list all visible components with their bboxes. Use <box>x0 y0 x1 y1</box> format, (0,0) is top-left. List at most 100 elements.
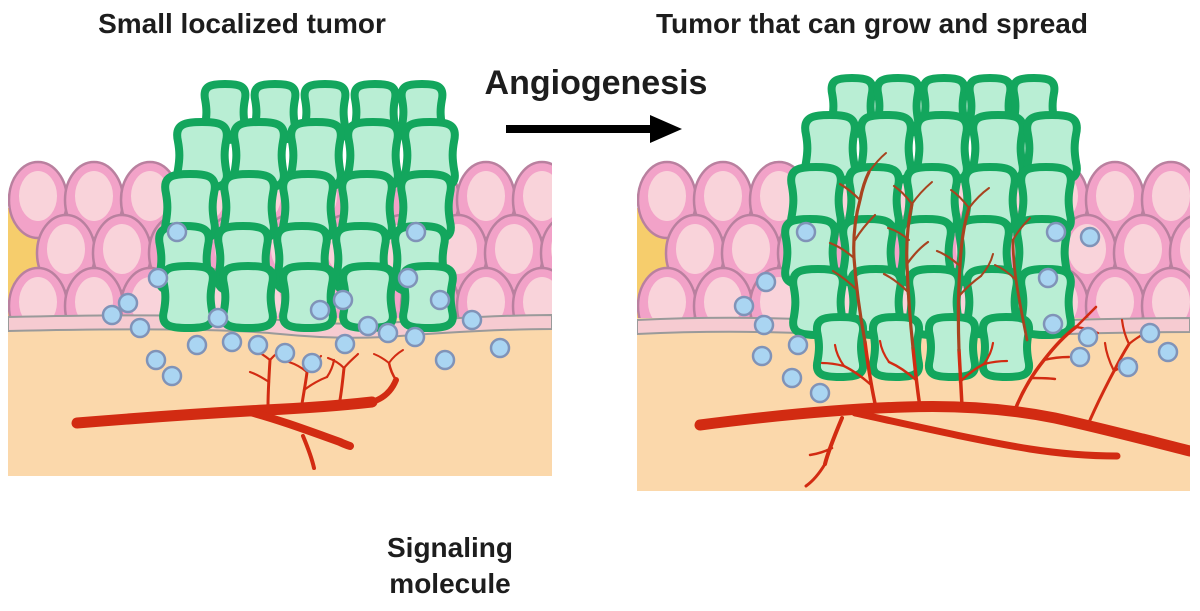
signaling-molecule-dot <box>405 221 427 243</box>
signaling-molecule-dot <box>751 345 773 367</box>
tumor-cell <box>868 313 924 381</box>
epithelial-cell-nucleus <box>131 171 169 221</box>
blood-vessel-segment <box>833 343 846 368</box>
signaling-molecule-dot <box>1045 221 1067 243</box>
epithelial-cell-nucleus <box>704 277 742 327</box>
right-tumor-capillaries <box>828 152 1031 352</box>
signaling-molecule-dot <box>332 289 354 311</box>
tumor-capillary-segment <box>831 269 859 292</box>
blood-vessel-segment <box>388 349 404 364</box>
epithelial-cell-nucleus <box>1152 171 1190 221</box>
blood-vessel-segment <box>342 352 360 370</box>
epithelial-cell-nucleus <box>75 171 113 221</box>
signaling-molecule-dot <box>101 304 123 326</box>
tumor-capillary-segment <box>980 253 994 277</box>
epithelial-cell-nucleus <box>1124 224 1162 274</box>
blood-vessel-segment <box>842 364 872 386</box>
signaling-molecule-dot <box>1117 356 1139 378</box>
blood-vessel-segment <box>808 446 834 457</box>
blood-vessel-segment <box>302 375 329 392</box>
signaling-molecule-dot <box>429 289 451 311</box>
signaling-molecule-dot <box>755 271 777 293</box>
tumor-capillary-segment <box>853 213 877 242</box>
blood-vessel-segment <box>301 434 316 470</box>
signaling-molecule-dot <box>397 267 419 289</box>
signaling-molecule-dot <box>334 333 356 355</box>
signaling-molecule-label-line2: molecule <box>389 568 511 600</box>
signaling-molecule-dot <box>147 267 169 289</box>
signaling-molecule-dot <box>809 382 831 404</box>
epithelial-cell-nucleus <box>551 241 552 257</box>
blood-vessel-segment <box>246 408 354 450</box>
epithelial-cell-nucleus <box>648 277 686 327</box>
left-dermis <box>8 318 552 476</box>
tumor-cell <box>812 313 868 381</box>
angiogenesis-label: Angiogenesis <box>484 64 708 102</box>
signaling-molecule-label: Signaling molecule <box>387 530 513 603</box>
right-panel-title: Tumor that can grow and spread <box>656 8 1088 39</box>
right-signaling-molecules <box>733 221 1179 404</box>
blood-vessel-segment <box>1042 355 1071 362</box>
blood-vessel-segment <box>694 400 1190 457</box>
signaling-molecule-dot <box>733 295 755 317</box>
signaling-molecule-dot <box>1157 341 1179 363</box>
blood-vessel-segment <box>804 462 827 488</box>
epithelial-cell-nucleus <box>19 171 57 221</box>
epithelial-cell-nucleus <box>648 171 686 221</box>
signaling-molecule-dot <box>787 334 809 356</box>
epithelial-cell-nucleus <box>19 277 57 327</box>
right-tumor-mass <box>781 74 1081 381</box>
signaling-molecule-dot <box>1069 346 1091 368</box>
blood-vessel-segment <box>338 366 346 402</box>
tumor-capillary-segment <box>852 170 871 344</box>
left-panel-illustration <box>8 80 552 476</box>
blood-vessel-segment <box>957 348 964 408</box>
tumor-capillary-segment <box>828 241 856 260</box>
blood-vessel-segment <box>820 361 846 368</box>
tumor-capillary-segment <box>957 274 983 298</box>
epithelial-cell-nucleus <box>523 171 552 221</box>
blood-vessel-segment <box>887 360 918 382</box>
tumor-capillary-segment <box>994 264 1017 281</box>
blood-vessel-segment <box>266 358 272 408</box>
left-blood-vessel <box>71 346 404 470</box>
tumor-cell <box>978 313 1034 381</box>
signaling-molecule-dot <box>489 337 511 359</box>
tumor-capillary-segment <box>892 184 914 206</box>
left-signaling-molecules <box>101 221 511 387</box>
signaling-molecule-dot <box>129 317 151 339</box>
blood-vessel-segment <box>851 409 1121 460</box>
blood-vessel-segment <box>911 346 922 409</box>
blood-vessel-segment <box>71 396 378 429</box>
tumor-capillary-segment <box>905 240 930 266</box>
signaling-molecule-dot <box>461 309 483 331</box>
right-panel-illustration <box>637 74 1190 491</box>
tumor-cell <box>159 262 217 332</box>
signaling-molecule-dot <box>795 221 817 243</box>
signaling-molecule-dot <box>1042 313 1064 335</box>
signaling-molecule-dot <box>1139 322 1161 344</box>
blood-vessel-segment <box>300 370 309 406</box>
blood-vessel-segment <box>248 370 271 384</box>
epithelial-cell-nucleus <box>103 224 141 274</box>
blood-vessel-segment <box>373 353 390 364</box>
tumor-capillary-segment <box>1012 217 1031 241</box>
signaling-molecule-label-line1: Signaling <box>387 532 513 563</box>
angiogenesis-arrow <box>506 115 682 143</box>
blood-vessel-segment <box>878 339 891 364</box>
tumor-capillary-segment <box>882 272 910 294</box>
signaling-molecule-dot <box>301 352 323 374</box>
tumor-capillary-segment <box>968 187 990 209</box>
signaling-molecule-dot <box>274 342 296 364</box>
tumor-capillary-segment <box>911 181 933 205</box>
signaling-molecule-dot <box>309 299 331 321</box>
left-panel-title: Small localized tumor <box>98 8 386 39</box>
signaling-molecule-dot <box>781 367 803 389</box>
blood-vessel-segment <box>369 377 399 405</box>
signaling-molecule-dot <box>1037 267 1059 289</box>
tumor-cell <box>924 313 980 381</box>
left-tumor-mass <box>155 80 459 332</box>
epithelial-cell-nucleus <box>1096 277 1134 327</box>
epithelial-cell-nucleus <box>47 224 85 274</box>
